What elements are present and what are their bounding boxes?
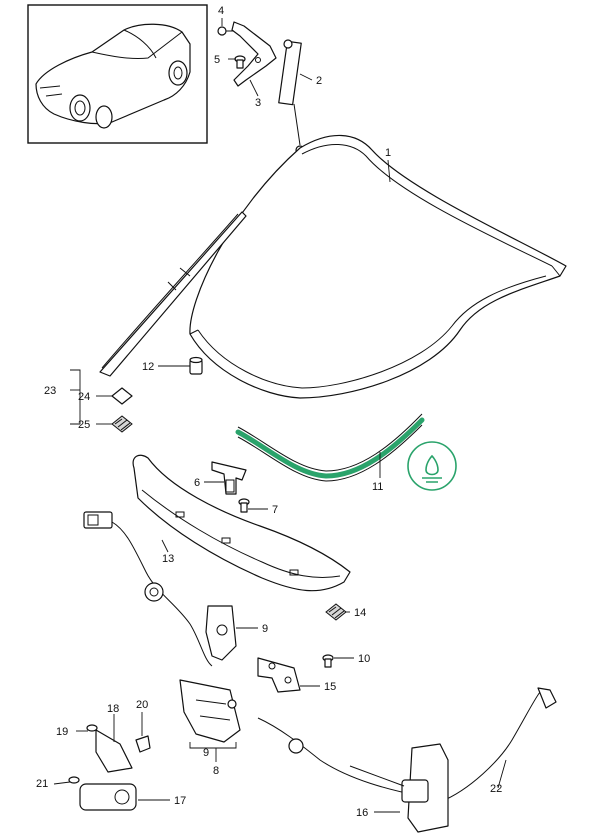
callout-16: 16 — [356, 807, 368, 819]
callout-13: 13 — [162, 553, 174, 565]
plate-15 — [257, 657, 301, 693]
pad-24 — [111, 387, 133, 405]
callout-7: 7 — [272, 504, 278, 516]
callout-2: 2 — [316, 75, 322, 87]
lubricant-symbol-icon — [407, 441, 457, 491]
callout-21: 21 — [36, 778, 48, 790]
callout-6: 6 — [194, 477, 200, 489]
bolt-7 — [238, 498, 250, 513]
pad-25 — [111, 415, 133, 433]
bolt-10 — [322, 654, 334, 668]
bracket-9-upper — [205, 605, 237, 661]
hood-seal — [235, 413, 425, 482]
cable-switch — [83, 511, 213, 667]
callout-labels: 1 2 3 4 5 6 7 8 9 9 10 11 12 13 14 15 16… — [36, 5, 502, 819]
callout-22: 22 — [490, 783, 502, 795]
callout-11: 11 — [372, 481, 383, 493]
actuator-assembly — [68, 724, 151, 811]
callout-17: 17 — [174, 795, 186, 807]
callout-1: 1 — [385, 147, 391, 159]
callout-15: 15 — [324, 681, 336, 693]
pad-14 — [325, 603, 347, 621]
callout-24: 24 — [78, 391, 90, 403]
callout-14: 14 — [354, 607, 366, 619]
hood-lock — [179, 679, 241, 743]
buffer-12 — [189, 356, 203, 375]
callout-5: 5 — [214, 54, 220, 66]
latch-bracket — [211, 461, 247, 495]
cross-member — [132, 454, 351, 592]
callout-9a: 9 — [262, 623, 268, 635]
bowden-cable — [257, 687, 557, 803]
callout-4: 4 — [218, 5, 224, 17]
callout-10: 10 — [358, 653, 370, 665]
callout-9b: 9 — [203, 747, 209, 759]
callout-19: 19 — [56, 726, 68, 738]
bolt-4 — [217, 26, 234, 36]
strut-bracket — [231, 21, 277, 87]
bolt-5 — [234, 55, 246, 69]
callout-18: 18 — [107, 703, 119, 715]
callout-8: 8 — [213, 765, 219, 777]
callout-20: 20 — [136, 699, 148, 711]
leader-lines — [53, 18, 507, 813]
release-handle — [349, 743, 449, 833]
hood — [189, 134, 567, 399]
callout-25: 25 — [78, 419, 90, 431]
car-thumbnail-icon — [27, 4, 208, 144]
callout-3: 3 — [255, 97, 261, 109]
callout-23: 23 — [44, 385, 56, 397]
side-trim-strip — [99, 211, 247, 377]
gas-strut — [278, 39, 305, 155]
callout-12: 12 — [142, 361, 154, 373]
